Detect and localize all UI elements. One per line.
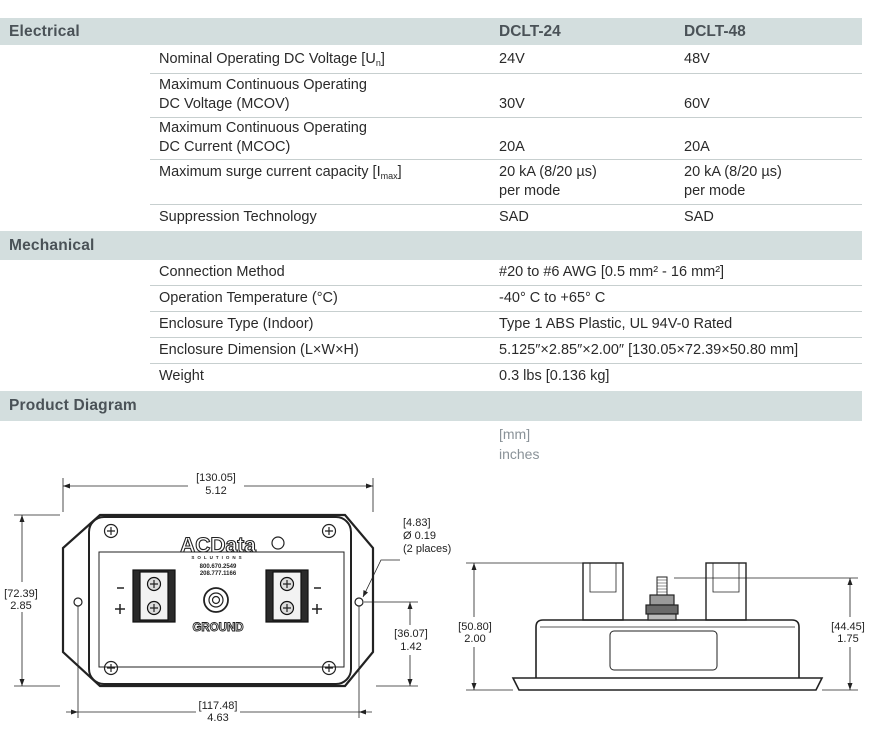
ground-stud-side [645,576,679,621]
row-value: 5.125″×2.85″×2.00″ [130.05×72.39×50.80 m… [499,342,799,358]
row-label: Enclosure Dimension (L×W×H) [159,342,359,358]
dim-hole-offset-mm: [36.07] [394,628,428,640]
svg-text:800.670.2549: 800.670.2549 [200,564,237,570]
product-diagram-header: Product Diagram [0,391,862,421]
row-value: Type 1 ABS Plastic, UL 94V-0 Rated [499,316,733,332]
dim-height-mm: [72.39] [4,588,38,600]
ground-label: GROUND [192,622,243,634]
column-dclt-24: DCLT-24 [499,23,561,40]
value-dclt-24: 24V [499,51,525,67]
product-diagram-title: Product Diagram [9,397,137,414]
row-label-line1: Maximum Continuous Operating [159,77,367,93]
dim-hole-in: Ø 0.19 [403,530,436,542]
column-dclt-48: DCLT-48 [684,23,746,40]
row-label: Suppression Technology [159,209,317,225]
terminal-block-left [132,569,176,623]
mechanical-title: Mechanical [9,237,95,254]
dim-overall-height-mm: [50.80] [458,621,492,633]
electrical-header: Electrical DCLT-24 DCLT-48 [0,18,862,45]
row-value: -40° C to +65° C [499,290,606,306]
value-dclt-24: SAD [499,209,529,225]
dim-hole-spacing-mm: [117.48] [199,700,238,712]
side-view [466,562,858,691]
row-value: #20 to #6 AWG [0.5 mm² - 16 mm²] [499,264,725,280]
mounting-hole [354,597,364,607]
svg-text:ACData: ACData [180,534,256,557]
value-dclt-48-line1: 20 kA (8/20 µs) [684,164,782,180]
row-label: Enclosure Type (Indoor) [159,316,314,332]
corner-screw [103,523,337,676]
dim-hole-offset-in: 1.42 [400,641,421,653]
row-label: Weight [159,368,204,384]
units-legend: [mm] inches [499,424,539,464]
svg-text:208.777.1166: 208.777.1166 [200,571,237,577]
mechanical-header: Mechanical [0,231,862,260]
value-dclt-24-line1: 20 kA (8/20 µs) [499,164,597,180]
ground-stud [203,587,229,613]
row-label: Maximum surge current capacity [Imax] [159,164,402,181]
value-dclt-24: 20A [499,139,525,155]
table-row: Connection Method #20 to #6 AWG [0.5 mm²… [150,260,862,286]
dim-body-height-in: 1.75 [837,633,858,645]
value-dclt-48: 20A [684,139,710,155]
value-dclt-48: SAD [684,209,714,225]
dim-hole-spacing-in: 4.63 [207,712,228,724]
product-diagram: ACData SOLUTIONS 800.670.2549 208.777.11… [4,472,865,724]
table-row: Suppression Technology SAD SAD [150,205,862,230]
table-row: Enclosure Type (Indoor) Type 1 ABS Plast… [150,312,862,338]
row-value: 0.3 lbs [0.136 kg] [499,368,610,384]
value-dclt-48-line2: per mode [684,183,746,199]
dim-body-height-mm: [44.45] [831,621,865,633]
units-inches: inches [499,446,540,462]
dim-width-mm: [130.05] [196,472,236,484]
value-dclt-24: 30V [499,96,525,112]
brand-logo: ACData SOLUTIONS 800.670.2549 208.777.11… [180,533,257,577]
table-row: Nominal Operating DC Voltage [Un] 24V 48… [150,45,862,74]
table-row: Maximum surge current capacity [Imax] 20… [150,160,862,205]
terminal-block-right [265,569,309,623]
indicator-light [271,536,285,550]
table-row: Maximum Continuous Operating DC Current … [150,118,862,160]
value-dclt-48: 60V [684,96,710,112]
value-dclt-24-line2: per mode [499,183,561,199]
units-mm: [mm] [499,426,531,442]
dim-height-in: 2.85 [10,600,31,612]
row-label-line1: Maximum Continuous Operating [159,120,367,136]
table-row: Operation Temperature (°C) -40° C to +65… [150,286,862,312]
value-dclt-48: 48V [684,51,710,67]
top-view [14,478,418,718]
row-label-line2: DC Voltage (MCOV) [159,96,290,112]
row-label: Nominal Operating DC Voltage [Un] [159,51,385,68]
row-label-line2: DC Current (MCOC) [159,139,291,155]
table-row: Maximum Continuous Operating DC Voltage … [150,74,862,118]
dim-hole-note: (2 places) [403,543,451,555]
dim-overall-height-in: 2.00 [464,633,485,645]
svg-text:SOLUTIONS: SOLUTIONS [191,555,244,560]
dim-hole-mm: [4.83] [403,517,431,529]
table-row: Weight 0.3 lbs [0.136 kg] [150,364,862,389]
table-row: Enclosure Dimension (L×W×H) 5.125″×2.85″… [150,338,862,364]
electrical-title: Electrical [9,23,80,40]
row-label: Connection Method [159,264,285,280]
dim-width-in: 5.12 [205,485,226,497]
mounting-hole [73,597,83,607]
row-label: Operation Temperature (°C) [159,290,338,306]
